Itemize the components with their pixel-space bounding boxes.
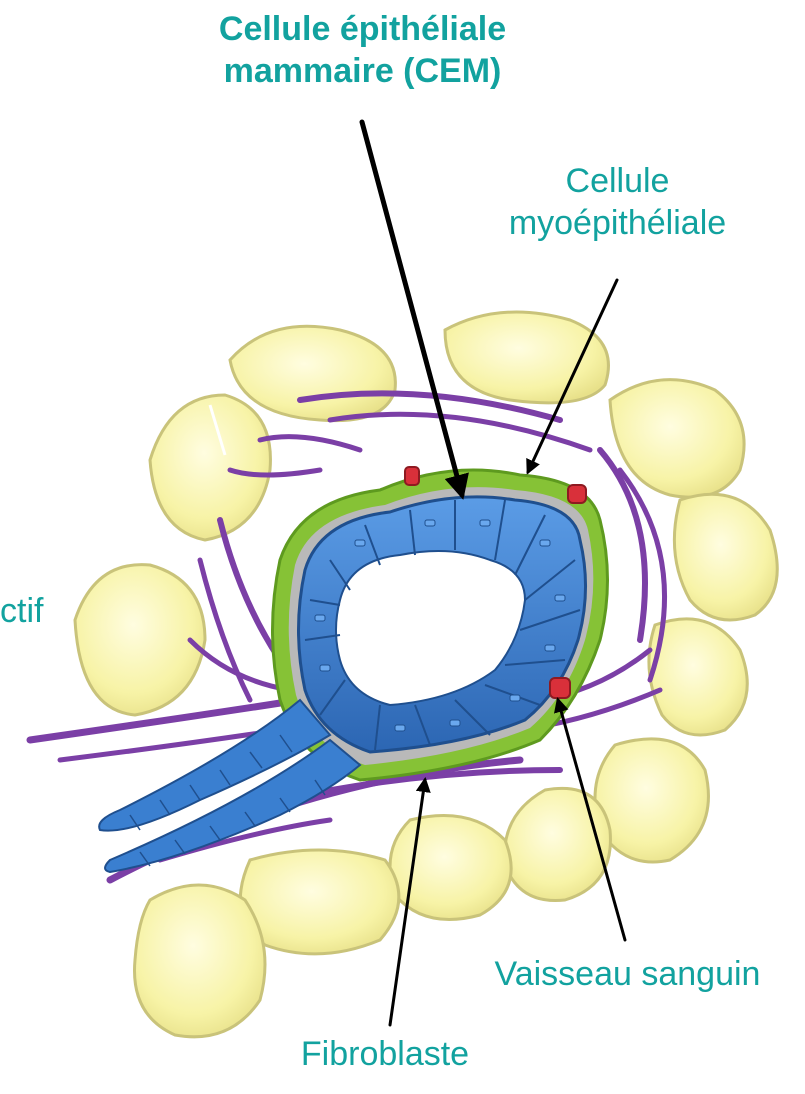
label-cem-line2: mammaire (CEM) [150,50,575,92]
adipocyte [649,619,747,735]
fibroblast [220,520,280,660]
fibroblast [230,470,320,475]
label-tissu-fragment: ctif [0,590,43,632]
adipocyte [75,565,205,715]
adipocyte [240,850,398,954]
adipocyte [150,395,270,540]
label-fibroblaste: Fibroblaste [255,1033,515,1075]
label-vaisseau: Vaisseau sanguin [455,953,800,995]
adipocyte [445,312,608,403]
fibroblast [260,437,360,450]
fibroblast [200,560,250,700]
label-myo-line2: myoépithéliale [465,202,770,244]
adipocyte [135,885,266,1037]
label-cem-line1: Cellule épithéliale [150,8,575,50]
blood-vessel [550,678,570,698]
adipocyte [674,494,777,620]
adipocyte [595,739,708,862]
label-myo-line1: Cellule [465,160,770,202]
adipocyte [230,326,395,420]
blood-vessel [405,467,419,485]
label-myoepithelial: Cellule myoépithéliale [465,160,770,244]
blood-vessel [568,485,586,503]
adipocyte [505,788,611,900]
label-cem: Cellule épithéliale mammaire (CEM) [150,8,575,92]
pointer-cem [362,122,462,495]
